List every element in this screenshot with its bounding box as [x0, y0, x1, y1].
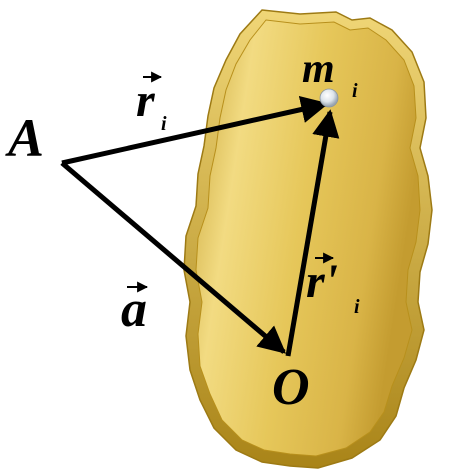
vector-r-prime-i-arrow: [285, 109, 340, 357]
vector-a-arrow: [60, 161, 287, 354]
point-o-label: O: [272, 359, 310, 416]
vector-a-label: a: [121, 281, 147, 338]
mass-index: i: [352, 80, 358, 102]
mass-label: m: [302, 46, 335, 92]
vector-r-i-arrow: [61, 95, 329, 166]
vector-r-i-label: r: [136, 74, 156, 127]
point-a-label: A: [5, 108, 44, 168]
mass-point: [319, 88, 339, 108]
vector-r-prime-i-label: r': [306, 255, 338, 308]
vector-r-i-index: i: [161, 113, 167, 135]
vector-r-prime-i-index: i: [354, 296, 360, 318]
